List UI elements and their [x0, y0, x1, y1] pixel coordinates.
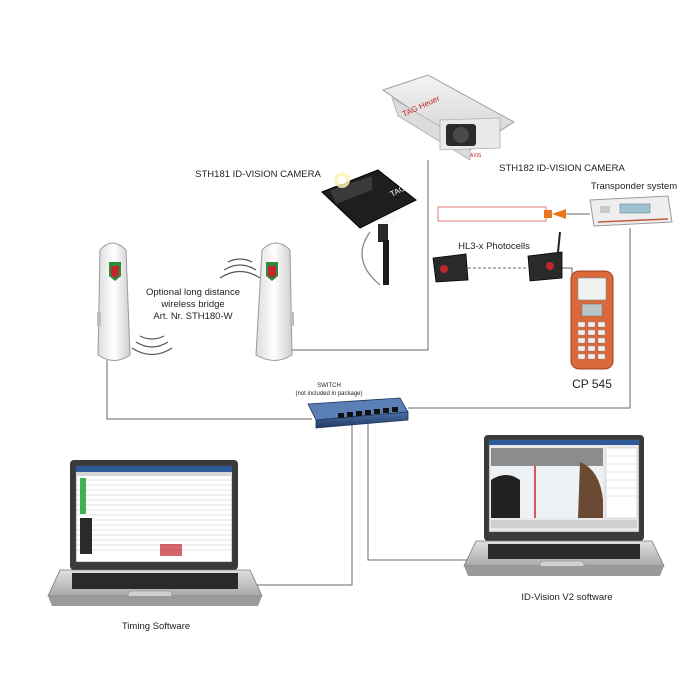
cp545-label: CP 545 — [572, 377, 612, 391]
wire-transponder-to-switch — [408, 228, 631, 409]
wireless-bridge-right — [255, 242, 294, 361]
transponder-loop — [437, 206, 547, 222]
wire-switch-to-timing-laptop — [255, 424, 353, 586]
photocell-right — [527, 231, 563, 282]
bridge-label-line1: Optional long distance — [146, 287, 240, 298]
sth182-label: STH182 ID-VISION CAMERA — [499, 163, 625, 174]
switch-label-line1: SWITCH — [317, 383, 341, 389]
photocells-label: HL3-x Photocells — [458, 241, 530, 252]
idvision-software-label: ID-Vision V2 software — [521, 592, 612, 603]
transponder-label: Transponder system — [591, 181, 677, 192]
sth182-camera: TAG Heuer AXIS — [381, 74, 515, 161]
cp545-device — [570, 270, 614, 370]
wire-bridge-to-camera182 — [292, 160, 429, 351]
sth181-label: STH181 ID-VISION CAMERA — [195, 169, 321, 180]
wire-switch-to-idvision-laptop — [367, 418, 470, 561]
timing-software-label: Timing Software — [122, 621, 190, 632]
transponder-system — [589, 195, 673, 227]
wire-bridge-to-switch — [106, 360, 312, 420]
timing-laptop — [47, 460, 263, 606]
sth181-camera: TAG Heuer — [321, 169, 428, 286]
timing-software-screen — [75, 465, 233, 563]
tag-heuer-logo-icon — [266, 262, 278, 281]
idvision-laptop — [463, 435, 665, 576]
orange-connector — [544, 209, 590, 219]
tag-heuer-logo-icon — [109, 262, 121, 281]
wireless-waves-icon — [131, 258, 261, 356]
cabling — [106, 160, 631, 586]
switch-label-line2: (not included in package) — [295, 391, 362, 397]
network-switch — [307, 397, 409, 429]
axis-badge: AXIS — [470, 153, 482, 159]
photocell-left — [432, 253, 469, 283]
transponder-display — [619, 203, 651, 214]
bridge-label-line3: Art. Nr. STH180-W — [153, 311, 232, 322]
bridge-label-line2: wireless bridge — [160, 299, 224, 310]
wireless-bridge-left — [97, 242, 131, 361]
